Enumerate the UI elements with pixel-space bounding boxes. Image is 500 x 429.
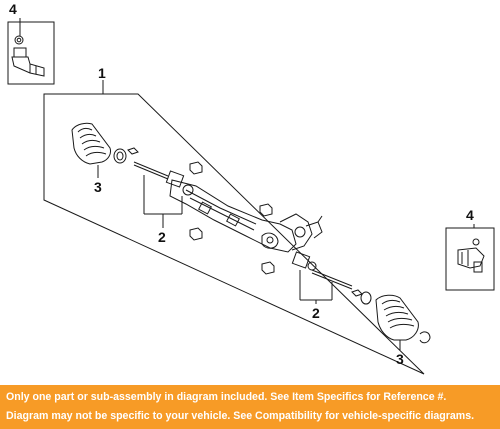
callout-inner-tie-rod-left: 2 [158,229,166,245]
disclaimer-line-1: Only one part or sub-assembly in diagram… [6,391,447,403]
tie-rod-end-inset-right [445,224,495,291]
clip-right [351,289,363,297]
bushing-left-low [189,227,203,241]
callout-tie-rod-end-top: 4 [9,1,17,17]
callout-boot-right: 3 [396,351,404,367]
inset-frame-right [445,227,495,291]
boot-left [71,122,127,178]
inner-tie-rod-left [133,161,194,228]
disclaimer-line-2: Diagram may not be specific to your vehi… [6,410,475,422]
tie-rod-end-inset-top [7,18,55,85]
callout-rack-assembly: 1 [98,65,106,81]
tie-rod-end-part-right [457,238,485,273]
clip-left [127,147,139,155]
callout-boot-left: 3 [94,179,102,195]
callout-tie-rod-end-right: 4 [466,207,474,223]
inset-frame-top [7,21,55,85]
callout-inner-tie-rod-right: 2 [312,305,320,321]
steering-rack-diagram: 4 1 3 2 4 2 3 [7,1,495,375]
tie-rod-end-part-top [11,35,45,77]
disclaimer-banner: Only one part or sub-assembly in diagram… [0,385,500,429]
boot-right [375,294,431,350]
bushing-right-low [261,261,275,275]
ring-right [360,291,372,305]
bushing-mid [259,203,273,217]
bushing-top [189,161,203,175]
rack-housing [169,179,323,253]
inner-tie-rod-right [291,251,353,304]
assembly-frame [43,93,425,375]
